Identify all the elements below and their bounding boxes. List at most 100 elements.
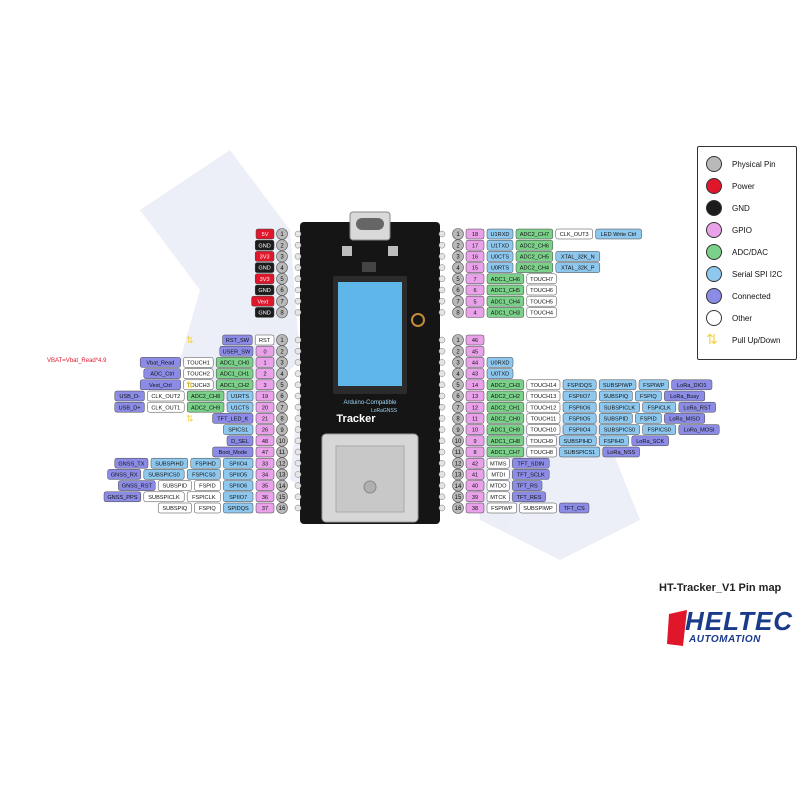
physical-pin-number: 8 [280, 417, 284, 423]
pin-label-text: TOUCH3 [187, 383, 210, 389]
header-hole [438, 297, 446, 305]
pin-label-gpio [465, 273, 485, 285]
pin-label-text: 36 [262, 495, 268, 501]
pin-label-text: FSPIIO4 [569, 428, 590, 434]
pin-label-text: ADC2_CH6 [520, 243, 549, 249]
pin-label-text: 6 [473, 288, 476, 294]
pin-label-serial [486, 368, 514, 379]
rst-button[interactable] [342, 246, 352, 256]
pin-label-adc [215, 368, 254, 379]
pin-label-adc [486, 390, 525, 402]
header-hole [438, 264, 446, 271]
physical-pin-number: 8 [456, 311, 460, 317]
pin-label-gpio [465, 262, 485, 273]
pin-label-text: MTCK [490, 495, 506, 501]
pin-label-connected [222, 334, 253, 346]
pin-label-other [526, 435, 557, 447]
pin-label-text: D_SEL [231, 439, 249, 445]
pin-label-gpio [465, 379, 485, 391]
physical-pin-number: 3 [456, 255, 460, 261]
pin-label-other [526, 284, 557, 296]
pin-label-gpio [465, 239, 485, 251]
pin-label-text: FSPID [640, 417, 656, 423]
physical-pin-number: 1 [280, 338, 284, 344]
header-hole [438, 426, 446, 433]
pin-label-text: SPICS1 [228, 428, 248, 434]
physical-pin-number: 5 [280, 383, 284, 389]
header-hole [438, 309, 446, 316]
pin-label-text: TOUCH7 [530, 277, 553, 283]
pin-label-text: 43 [472, 372, 478, 378]
pin-label-text: 20 [262, 405, 268, 411]
physical-pin-number: 3 [280, 255, 284, 261]
pin-label-adc [186, 390, 225, 402]
pin-label-serial [642, 401, 677, 413]
pin-label-text: 33 [262, 461, 268, 467]
pin-label-text: 37 [262, 506, 268, 512]
pin-label-text: 3V3 [260, 255, 270, 261]
pin-label-gpio [255, 357, 275, 368]
pin-label-connected [678, 401, 716, 413]
pin-label-text: TOUCH10 [530, 428, 556, 434]
pin-label-text: GND [258, 311, 270, 317]
pin-label-serial [555, 251, 601, 262]
header-hole [294, 504, 302, 512]
header-hole [438, 336, 446, 344]
pin-label-text: RST [259, 338, 271, 344]
pin-label-gpio [465, 357, 485, 368]
pin-label-other [486, 469, 510, 480]
pin-label-other [486, 480, 510, 491]
pin-label-text: FSPIHD [604, 439, 625, 445]
pin-label-text: SUBSPIWP [523, 506, 553, 512]
pin-label-text: SPIIO5 [229, 473, 247, 479]
pin-label-text: 7 [473, 277, 476, 283]
header-hole [294, 297, 302, 305]
header-hole [294, 230, 302, 238]
pin-label-text: TFT_SDIN [517, 461, 544, 467]
pin-label-text: ADC1_CH7 [491, 450, 520, 456]
pin-label-text: SUBSPID [163, 484, 188, 490]
pin-label-gpio [255, 457, 275, 469]
user-button[interactable] [388, 246, 398, 256]
pin-label-text: 17 [472, 243, 478, 249]
pin-label-serial [486, 357, 514, 368]
legend-label: ADC/DAC [732, 247, 769, 257]
pin-label-adc [486, 424, 525, 435]
pin-label-power [251, 295, 275, 307]
pin-label-serial [559, 435, 597, 447]
pin-label-serial [598, 390, 633, 402]
physical-pin-number: 2 [280, 243, 284, 249]
pin-label-text: ADC1_CH1 [220, 372, 249, 378]
pin-label-other [147, 390, 185, 402]
pin-label-text: 9 [473, 439, 476, 445]
pin-label-text: TFT_RS [517, 484, 538, 490]
pin-label-serial [598, 413, 633, 424]
pin-label-text: ADC2_CH9 [191, 405, 220, 411]
pin-label-gpio [465, 424, 485, 435]
pin-label-serial [223, 457, 254, 469]
pin-label-text: ADC_Ctrl [150, 372, 174, 378]
pin-label-text: MTMS [490, 461, 507, 467]
pin-label-text: LED Write Ctrl [601, 232, 637, 238]
header-hole [438, 359, 446, 366]
pin-label-text: GNSS_TX [118, 461, 144, 467]
pin-label-serial [598, 401, 640, 413]
vbat-note: VBAT=Vbat_Read*4.9 [47, 358, 107, 364]
pin-label-text: 46 [472, 338, 478, 344]
pin-label-connected [107, 469, 142, 480]
pin-label-connected [678, 424, 720, 435]
pin-label-text: TOUCH4 [530, 311, 553, 317]
